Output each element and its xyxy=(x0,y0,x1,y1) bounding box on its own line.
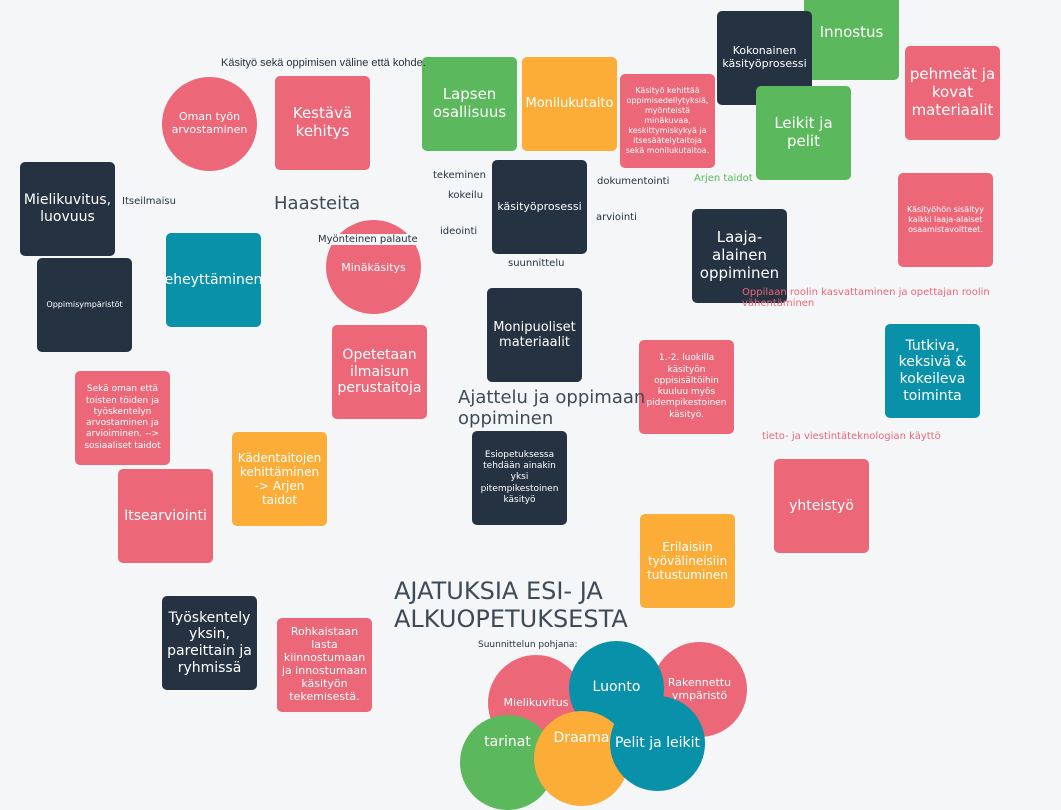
label-arjen-taidot: Arjen taidot xyxy=(694,173,753,184)
heading-haasteita: Haasteita xyxy=(274,193,361,214)
node-pehmeat-ja-kovat[interactable]: pehmeät ja kovat materiaalit xyxy=(905,46,1000,140)
node-luokilla[interactable]: 1.-2. luokilla käsityön oppisisältöihin … xyxy=(639,340,734,434)
label-tekeminen: tekeminen xyxy=(433,170,487,181)
node-monilukutaito[interactable]: Monilukutaito xyxy=(522,57,617,151)
node-kasityoprosessi[interactable]: käsityöprosessi xyxy=(492,160,587,254)
label-ideointi: ideointi xyxy=(440,226,478,237)
node-kasityo-kehittaa[interactable]: Käsityö kehittää oppimisedellytyksiä, my… xyxy=(620,74,715,168)
node-yhteistyo[interactable]: yhteistyö xyxy=(774,459,869,553)
label-oppilaan-rooli: Oppilaan roolin kasvattaminen ja opettaj… xyxy=(742,287,990,309)
node-opetetaan-ilmaisun[interactable]: Opetetaan ilmaisun perustaitoja xyxy=(332,325,427,419)
node-tyoskentely[interactable]: Työskentely yksin, pareittain ja ryhmiss… xyxy=(162,596,257,690)
node-oppimisymparistot[interactable]: Oppimisympäristöt xyxy=(37,258,132,352)
label-kohde: Käsityö sekä oppimisen väline että kohde… xyxy=(221,57,426,69)
node-erilaisiin[interactable]: Erilaisiin työvälineisiin tutustuminen xyxy=(640,514,735,608)
node-tutkiva-toiminta[interactable]: Tutkiva, keksivä & kokeileva toiminta xyxy=(885,324,980,418)
node-leikit-ja-pelit[interactable]: Leikit ja pelit xyxy=(756,86,851,180)
node-seka-oman[interactable]: Sekä oman että toisten töiden ja työsken… xyxy=(75,371,170,465)
node-rohkaistaan[interactable]: Rohkaistaan lasta kiinnostumaan ja innos… xyxy=(277,618,372,712)
node-oman-tyon-arvostaminen[interactable]: Oman työn arvostaminen xyxy=(162,77,257,171)
node-kestava-kehitys[interactable]: Kestävä kehitys xyxy=(275,76,370,170)
node-mielikuvitus-luovuus[interactable]: Mielikuvitus, luovuus xyxy=(20,162,115,256)
node-esiopetuksessa[interactable]: Esiopetuksessa tehdään ainakin yksi pite… xyxy=(472,431,567,525)
label-tvt: tieto- ja viestintäteknologian käyttö xyxy=(762,431,941,442)
node-monipuoliset-materiaalit[interactable]: Monipuoliset materiaalit xyxy=(487,288,582,382)
label-itseilmaisu: Itseilmaisu xyxy=(122,196,176,207)
node-kasityohon-sisaltyy[interactable]: Käsityöhön sisältyy kaikki laaja-alaiset… xyxy=(898,173,993,267)
label-suunnittelun-pohjana: Suunnittelun pohjana: xyxy=(478,640,578,650)
node-itsearviointi[interactable]: Itsearviointi xyxy=(118,469,213,563)
node-laaja-alainen-oppiminen[interactable]: Laaja-alainen oppiminen xyxy=(692,209,787,303)
label-kokeilu: kokeilu xyxy=(448,190,484,201)
node-eheyttaminen[interactable]: eheyttäminen xyxy=(165,233,262,327)
main-title: AJATUKSIA ESI- JA ALKUOPETUKSESTA xyxy=(394,577,628,633)
node-innostus[interactable]: Innostus xyxy=(804,0,899,80)
label-suunnittelu: suunnittelu xyxy=(508,258,565,269)
node-lapsen-osallisuus[interactable]: Lapsen osallisuus xyxy=(422,57,517,151)
node-kadentaitojen[interactable]: Kädentaitojen kehittäminen -> Arjen taid… xyxy=(232,432,327,526)
label-arviointi: arviointi xyxy=(596,212,637,223)
heading-ajattelu: Ajattelu ja oppimaan oppiminen xyxy=(458,387,646,429)
label-myonteinen-palaute: Myönteinen palaute xyxy=(317,234,419,245)
label-dokumentointi: dokumentointi xyxy=(597,176,670,187)
circle-pelit-ja-leikit[interactable]: Pelit ja leikit xyxy=(610,696,705,791)
